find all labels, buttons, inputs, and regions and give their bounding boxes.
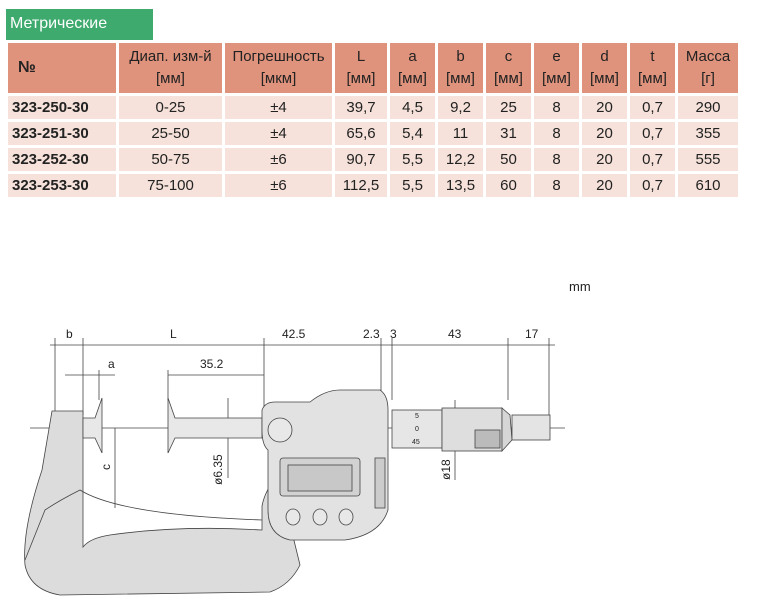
header-label: Масса	[685, 48, 731, 65]
column-header: c [мм]	[486, 43, 531, 93]
table-cell: 0,7	[630, 174, 675, 197]
column-header: d [мм]	[582, 43, 627, 93]
header-label: L	[356, 48, 366, 65]
scale-45: 45	[412, 439, 420, 446]
table-cell: 75-100	[119, 174, 222, 197]
header-unit: [мм]	[156, 70, 185, 87]
table-cell: 8	[534, 96, 579, 119]
dim-43: 43	[448, 327, 462, 341]
table-cell: 5,5	[390, 174, 435, 197]
table-cell: 50-75	[119, 148, 222, 171]
header-unit: [мкм]	[260, 70, 297, 87]
table-cell: 12,2	[438, 148, 483, 171]
header-label: b	[456, 48, 465, 65]
table-cell: 25-50	[119, 122, 222, 145]
dim-35-2: 35.2	[200, 357, 224, 371]
table-cell: 8	[534, 122, 579, 145]
column-header: Диап. изм-й [мм]	[119, 43, 222, 93]
table-cell: 323-251-30	[8, 122, 116, 145]
table-cell: 112,5	[335, 174, 387, 197]
header-label: a	[408, 48, 417, 65]
metric-tab[interactable]: Метрические	[6, 9, 153, 40]
spec-table: № Диап. изм-й [мм] Погрешность [мкм] L [мм] a [м…	[5, 40, 741, 200]
dim-17: 17	[525, 327, 539, 341]
table-cell: 323-250-30	[8, 96, 116, 119]
scale-5: 5	[415, 413, 419, 420]
table-cell: 323-253-30	[8, 174, 116, 197]
table-cell: 0,7	[630, 122, 675, 145]
table-cell: ±4	[225, 122, 332, 145]
table-cell: 25	[486, 96, 531, 119]
header-unit: [мм]	[494, 70, 523, 87]
column-header: Масса [г]	[678, 43, 738, 93]
dim-3: 3	[390, 327, 397, 341]
table-cell: ±6	[225, 148, 332, 171]
table-cell: 610	[678, 174, 738, 197]
table-cell: 9,2	[438, 96, 483, 119]
table-cell: 39,7	[335, 96, 387, 119]
table-cell: 31	[486, 122, 531, 145]
dim-18: ø18	[439, 459, 453, 480]
dim-c: c	[99, 464, 113, 470]
header-unit: [мм]	[638, 70, 667, 87]
table-cell: 355	[678, 122, 738, 145]
table-cell: 5,5	[390, 148, 435, 171]
micrometer-drawing: b L 42.5 2.3 3 43 17 a 35.2 c ø6.35 ø18 …	[24, 327, 565, 596]
dim-42-5: 42.5	[282, 327, 306, 341]
header-unit: [мм]	[398, 70, 427, 87]
column-header: a [мм]	[390, 43, 435, 93]
table-cell: 555	[678, 148, 738, 171]
table-cell: 4,5	[390, 96, 435, 119]
header-label: t	[650, 48, 655, 65]
table-cell: 50	[486, 148, 531, 171]
column-header: b [мм]	[438, 43, 483, 93]
column-header: t [мм]	[630, 43, 675, 93]
table-cell: 20	[582, 148, 627, 171]
header-unit: [мм]	[590, 70, 619, 87]
table-cell: 90,7	[335, 148, 387, 171]
table-cell: 5,4	[390, 122, 435, 145]
column-header: L [мм]	[335, 43, 387, 93]
table-cell: 20	[582, 96, 627, 119]
table-cell: ±6	[225, 174, 332, 197]
dim-6-35: ø6.35	[211, 454, 225, 485]
table-cell: 60	[486, 174, 531, 197]
header-label: Диап. изм-й	[129, 48, 212, 65]
column-header: №	[8, 43, 116, 93]
table-cell: 11	[438, 122, 483, 145]
table-cell: 0-25	[119, 96, 222, 119]
header-unit: [мм]	[446, 70, 475, 87]
header-unit: [мм]	[346, 70, 376, 87]
dim-a: a	[108, 357, 115, 371]
header-label: e	[552, 48, 561, 65]
header-unit: [мм]	[542, 70, 571, 87]
dim-b: b	[66, 327, 73, 341]
dim-L: L	[170, 327, 177, 341]
column-header: Погрешность [мкм]	[225, 43, 332, 93]
table-cell: 20	[582, 174, 627, 197]
header-unit: [г]	[701, 70, 715, 87]
column-header: e [мм]	[534, 43, 579, 93]
table-cell: 8	[534, 148, 579, 171]
table-cell: 0,7	[630, 96, 675, 119]
table-cell: 8	[534, 174, 579, 197]
dim-2-3: 2.3	[363, 327, 380, 341]
table-cell: 290	[678, 96, 738, 119]
header-label: Погрешность	[232, 48, 325, 65]
table-cell: ±4	[225, 96, 332, 119]
table-cell: 323-252-30	[8, 148, 116, 171]
table-cell: 0,7	[630, 148, 675, 171]
scale-0: 0	[415, 426, 419, 433]
table-cell: 20	[582, 122, 627, 145]
unit-label: mm	[569, 279, 591, 294]
table-cell: 13,5	[438, 174, 483, 197]
header-label: d	[600, 48, 609, 65]
header-label: c	[504, 48, 513, 65]
table-cell: 65,6	[335, 122, 387, 145]
